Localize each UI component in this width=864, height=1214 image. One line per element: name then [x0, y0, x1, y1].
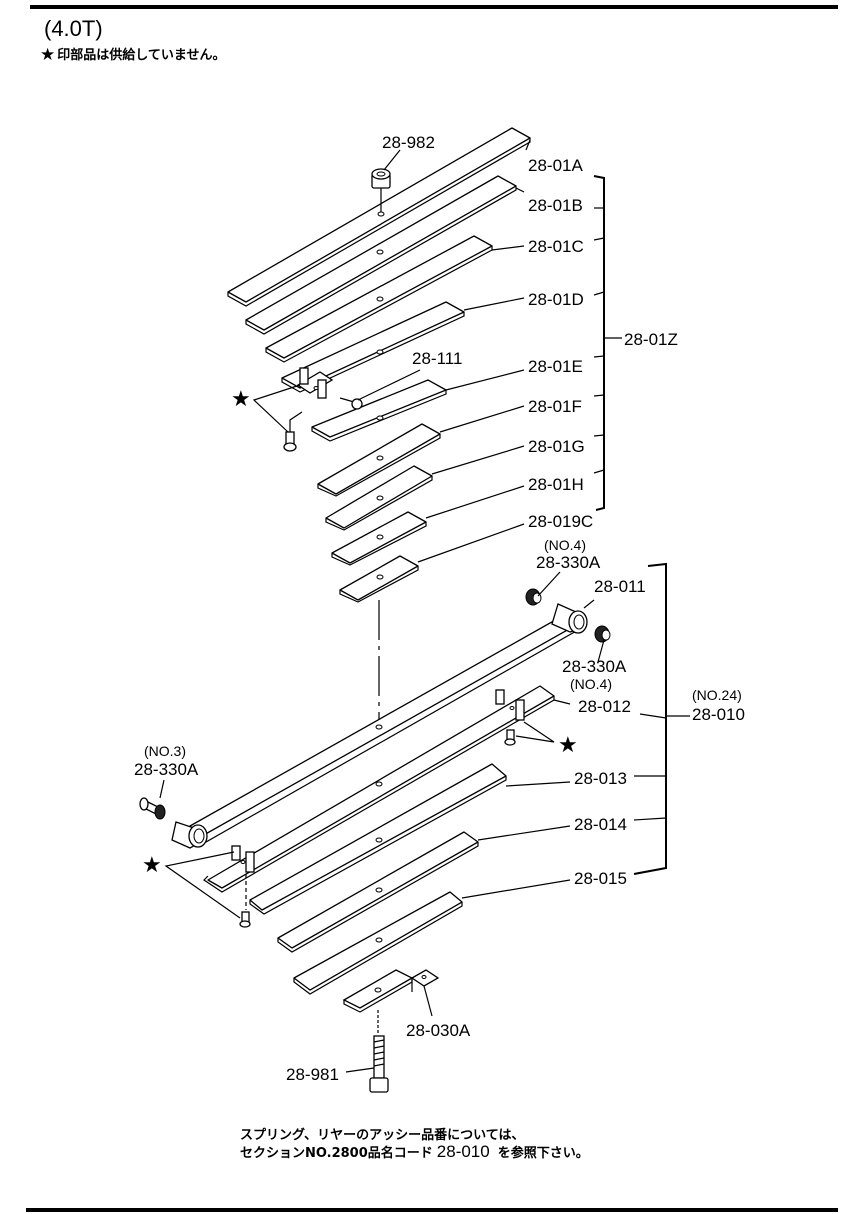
- label-28-982[interactable]: 28-982: [382, 133, 435, 152]
- footer-note-line-1: スプリング、リヤーのアッシー品番については、: [240, 1128, 525, 1143]
- clip-upper[interactable]: [296, 367, 334, 399]
- note-text: 印部品は供給していません。: [57, 48, 226, 63]
- label-28-015[interactable]: 28-015: [574, 869, 627, 888]
- rivet-upper[interactable]: [283, 411, 303, 452]
- spring-eye-front[interactable]: [551, 603, 588, 634]
- bushing-28-330A-left[interactable]: [139, 797, 166, 820]
- nut-28-982[interactable]: [371, 168, 391, 217]
- label-28-111[interactable]: 28-111: [412, 349, 462, 368]
- leaf-28-011[interactable]: [189, 613, 579, 843]
- star-icon: ★: [40, 45, 56, 65]
- label-28-01B[interactable]: 28-01B: [528, 196, 583, 215]
- leaf-28-01G[interactable]: [325, 465, 433, 531]
- clip-lower-rear[interactable]: [231, 845, 255, 873]
- bolt-28-981[interactable]: [369, 1010, 389, 1093]
- label-28-981[interactable]: 28-981: [286, 1065, 339, 1084]
- label-28-01G[interactable]: 28-01G: [528, 437, 585, 456]
- leaf-28-012[interactable]: [203, 685, 555, 893]
- bolt-28-111[interactable]: [339, 369, 421, 410]
- star-leader-lower-left: [164, 851, 241, 919]
- star-leader-lower-right: [515, 721, 555, 743]
- label-28-01F[interactable]: 28-01F: [528, 397, 582, 416]
- label-28-330A-mid[interactable]: 28-330A: [562, 657, 627, 676]
- leaf-28-01F[interactable]: [317, 423, 441, 497]
- top-border-rule: [30, 5, 838, 9]
- unsupplied-parts-note: ★印部品は供給していません。: [40, 44, 225, 65]
- label-28-019C[interactable]: 28-019C: [528, 512, 593, 531]
- star-mark-lower-right: ★: [558, 733, 578, 758]
- spring-eye-rear[interactable]: [171, 821, 208, 849]
- label-28-012[interactable]: 28-012: [578, 697, 631, 716]
- label-28-010[interactable]: 28-010: [692, 705, 745, 724]
- star-leader-upper: [252, 384, 301, 433]
- page-title: (4.0T): [44, 16, 103, 41]
- footer-refer-text: を参照下さい。: [497, 1146, 589, 1161]
- label-28-014[interactable]: 28-014: [574, 815, 627, 834]
- rivet-lower-front[interactable]: [504, 729, 516, 746]
- qty-28-330A-left: (NO.3): [144, 743, 186, 759]
- star-mark-upper: ★: [231, 387, 251, 412]
- leaf-28-01C[interactable]: [265, 235, 493, 363]
- star-mark-lower-left: ★: [142, 853, 162, 878]
- leaf-28-01D[interactable]: [281, 301, 465, 393]
- footer-assembly-code[interactable]: 28-010: [436, 1142, 490, 1161]
- rivet-lower-rear[interactable]: [239, 874, 251, 928]
- bushing-28-330A-top[interactable]: [525, 588, 542, 606]
- leaf-28-014[interactable]: [277, 831, 479, 953]
- label-28-01A[interactable]: 28-01A: [528, 156, 583, 175]
- bushing-28-330A-mid[interactable]: [594, 625, 611, 643]
- leaf-28-015[interactable]: [293, 891, 463, 995]
- leaf-28-01H[interactable]: [331, 511, 427, 566]
- leaf-28-01A[interactable]: [227, 127, 531, 307]
- spring-seat-28-030A[interactable]: [342, 969, 440, 1013]
- qty-28-330A-top: (NO.4): [544, 537, 586, 553]
- qty-28-330A-mid: (NO.4): [570, 676, 612, 692]
- bottom-border-rule: [26, 1208, 838, 1212]
- leaf-28-019C[interactable]: [339, 555, 419, 603]
- label-28-013[interactable]: 28-013: [574, 769, 627, 788]
- leaf-28-013[interactable]: [249, 763, 507, 915]
- label-28-011[interactable]: 28-011: [594, 577, 646, 596]
- label-28-01E[interactable]: 28-01E: [528, 357, 583, 376]
- footer-section-ref: セクションNO.2800品名コード: [240, 1146, 433, 1161]
- label-28-01H[interactable]: 28-01H: [528, 475, 584, 494]
- label-28-01D[interactable]: 28-01D: [528, 290, 584, 309]
- label-28-01C[interactable]: 28-01C: [528, 237, 584, 256]
- qty-28-010: (NO.24): [692, 687, 742, 703]
- label-28-01Z[interactable]: 28-01Z: [624, 330, 678, 349]
- label-28-030A[interactable]: 28-030A: [406, 1021, 471, 1040]
- clip-lower-front[interactable]: [495, 689, 525, 721]
- label-28-330A-left[interactable]: 28-330A: [134, 760, 199, 779]
- label-28-330A-top[interactable]: 28-330A: [536, 553, 601, 572]
- leader-lines: [159, 139, 690, 1073]
